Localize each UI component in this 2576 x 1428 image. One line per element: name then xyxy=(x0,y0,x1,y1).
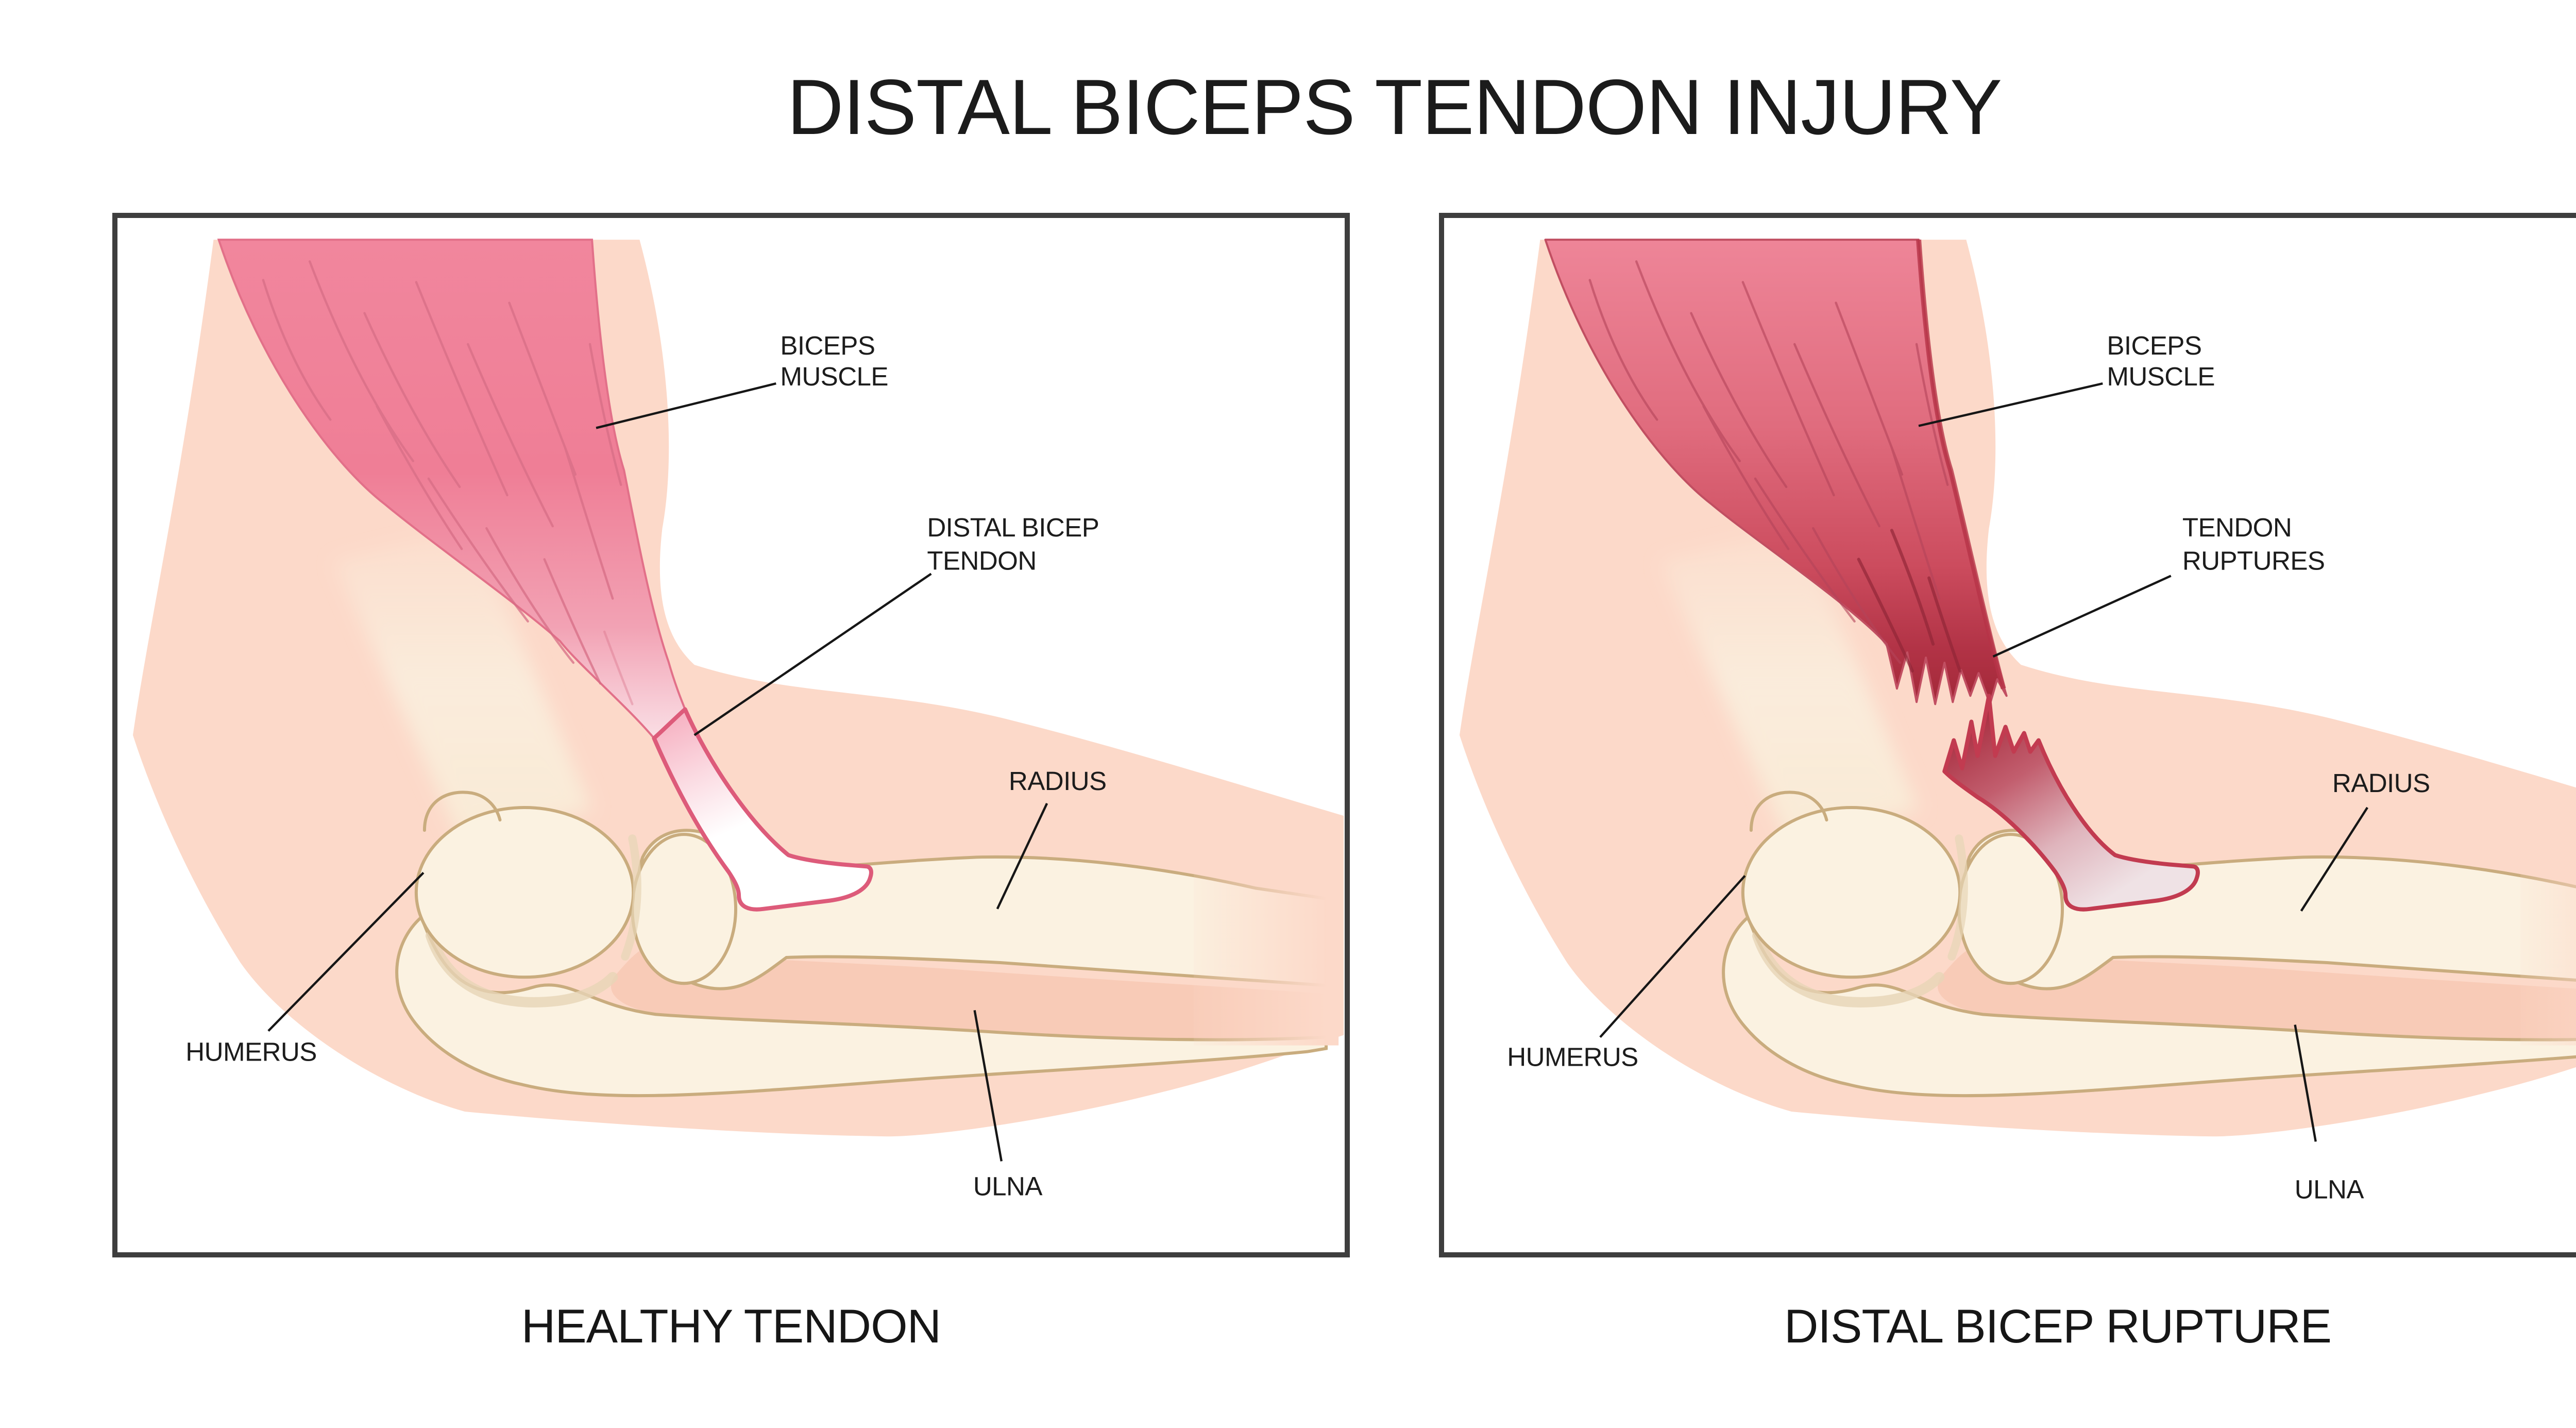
humerus-shaft xyxy=(1660,526,1919,843)
leader-distal-tendon xyxy=(693,573,932,736)
label-ulna: ULNA xyxy=(2295,1175,2365,1204)
label-biceps-muscle: MUSCLE xyxy=(780,362,888,391)
humerus-notch xyxy=(422,791,502,832)
leader-biceps-muscle xyxy=(596,382,776,429)
tear-dark-streaks xyxy=(1857,529,1962,673)
label-radius: RADIUS xyxy=(1009,766,1107,796)
bone-fade xyxy=(2520,818,2576,1046)
humerus-ball xyxy=(414,805,635,979)
muscle-edge-highlight xyxy=(1916,239,2006,690)
leader-radius xyxy=(2300,807,2368,912)
distal-tendon-shape xyxy=(652,707,873,912)
label-humerus: HUMERUS xyxy=(185,1037,316,1067)
muscle-striations xyxy=(1588,260,1949,664)
healthy-elbow-diagram: BICEPS MUSCLE DISTAL BICEP TENDON RADIUS… xyxy=(132,239,1344,1201)
leader-ulna xyxy=(2294,1024,2317,1142)
leader-ulna xyxy=(973,1010,1003,1162)
leader-humerus xyxy=(267,871,425,1032)
humerus-ball xyxy=(1741,805,1962,979)
label-tendon-ruptures: RUPTURES xyxy=(2182,546,2325,575)
panel-distal-bicep-rupture: BICEPS MUSCLE TENDON RUPTURES RADIUS HUM… xyxy=(1439,213,2576,1257)
label-distal-bicep-tendon: TENDON xyxy=(927,546,1036,575)
leader-biceps-muscle xyxy=(1918,382,2103,427)
label-radius: RADIUS xyxy=(2332,768,2430,798)
page-title: DISTAL BICEPS TENDON INJURY xyxy=(787,63,2003,151)
leader-lines xyxy=(267,382,1048,1162)
ball-shadow xyxy=(1947,834,1968,961)
ruptured-tendon-stump xyxy=(1942,694,2200,912)
label-tendon-ruptures: TENDON xyxy=(2182,513,2292,542)
label-biceps-muscle: BICEPS xyxy=(2107,331,2201,360)
leader-humerus xyxy=(1599,875,1746,1038)
ruptured-elbow-diagram: BICEPS MUSCLE TENDON RUPTURES RADIUS HUM… xyxy=(1459,239,2576,1204)
leader-lines xyxy=(1599,382,2368,1142)
label-biceps-muscle: MUSCLE xyxy=(2107,362,2215,391)
bone-fade xyxy=(1194,818,1339,1046)
label-biceps-muscle: BICEPS xyxy=(780,331,875,360)
ball-shadow xyxy=(621,834,641,961)
muscle-striations xyxy=(262,260,634,705)
panel-healthy-tendon: BICEPS MUSCLE DISTAL BICEP TENDON RADIUS… xyxy=(112,213,1350,1257)
leader-radius xyxy=(996,803,1048,910)
humerus-shaft xyxy=(333,526,592,843)
interosseous-gap xyxy=(611,947,1327,1043)
label-distal-bicep-tendon: DISTAL BICEP xyxy=(927,513,1099,542)
leader-tendon-ruptures xyxy=(1992,575,2172,658)
caption-distal-bicep-rupture: DISTAL BICEP RUPTURE xyxy=(1784,1300,2332,1353)
humerus-notch xyxy=(1749,791,1828,832)
label-humerus: HUMERUS xyxy=(1507,1043,1638,1072)
ulna-bone xyxy=(1722,914,2576,1098)
caption-healthy-tendon: HEALTHY TENDON xyxy=(521,1300,941,1353)
joint-shadow xyxy=(425,930,618,1007)
label-ulna: ULNA xyxy=(973,1172,1043,1201)
joint-shadow xyxy=(1752,930,1945,1007)
